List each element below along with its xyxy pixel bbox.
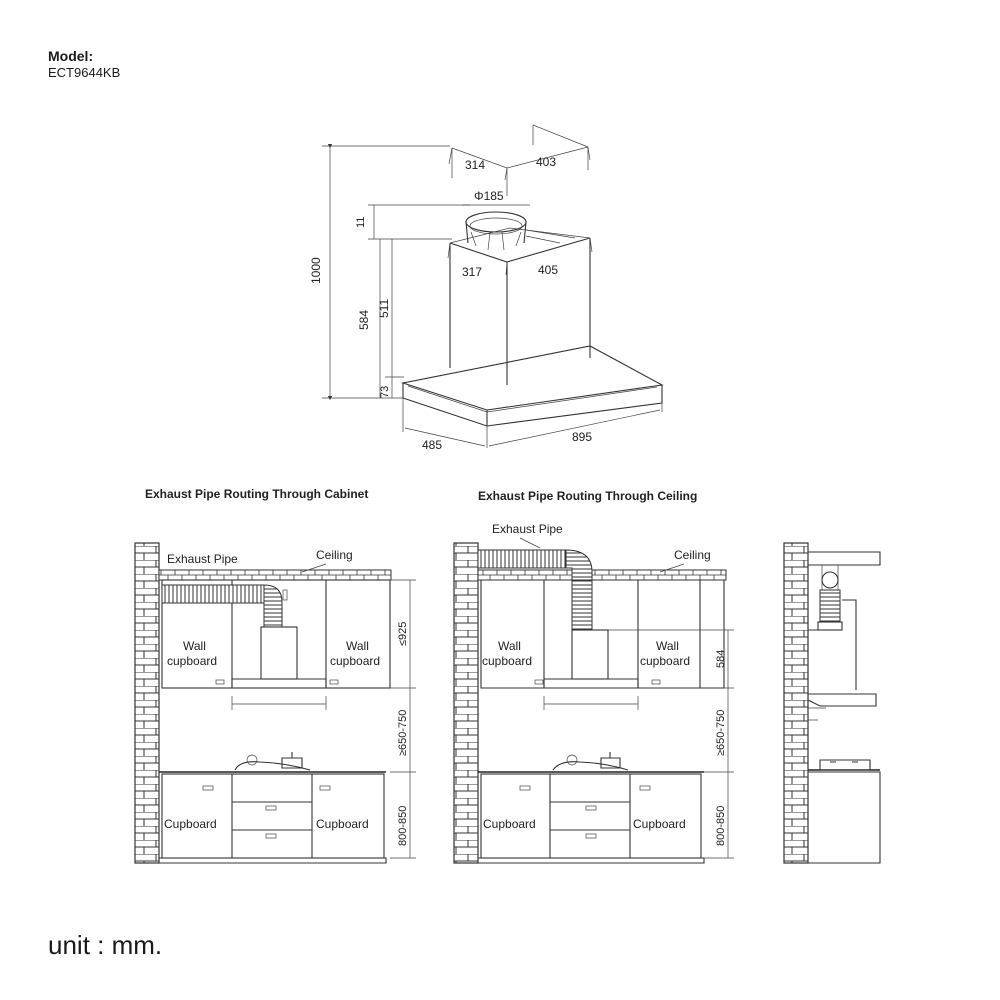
cabinet-cupboard-left: Cupboard bbox=[164, 817, 217, 831]
dim-chimney-top-left: 314 bbox=[465, 158, 485, 172]
unit-label: unit : mm. bbox=[48, 930, 163, 960]
ceiling-routing-drawing bbox=[453, 542, 734, 864]
dim-chimney-height: 511 bbox=[377, 299, 391, 318]
ceiling-cupboard-left: Cupboard bbox=[483, 817, 536, 831]
cabinet-dim-upper: ≤925 bbox=[397, 622, 409, 646]
ceiling-wall-cupboard-left-line1: Wall bbox=[498, 639, 521, 653]
ceiling-routing-title: Exhaust Pipe Routing Through Ceiling bbox=[478, 489, 697, 503]
ceiling-wall-cupboard-right-line2: cupboard bbox=[640, 654, 690, 668]
cabinet-wall-cupboard-right-line1: Wall bbox=[346, 639, 369, 653]
cabinet-exhaust-label: Exhaust Pipe bbox=[167, 552, 238, 566]
cabinet-routing-drawing bbox=[134, 542, 416, 864]
ceiling-dim-counter: 800-850 bbox=[715, 806, 727, 846]
dim-chimney-bottom-left: 317 bbox=[462, 265, 482, 279]
ceiling-cupboard-right: Cupboard bbox=[633, 817, 686, 831]
dim-chimney-bottom-right: 405 bbox=[538, 263, 558, 277]
dim-chimney-top-right: 403 bbox=[536, 155, 556, 169]
ceiling-dim-upper: 584 bbox=[715, 650, 727, 668]
cabinet-wall-cupboard-right-line2: cupboard bbox=[330, 654, 380, 668]
ceiling-dim-gap: ≥650-750 bbox=[715, 710, 727, 756]
dim-total-height: 1000 bbox=[309, 257, 323, 284]
model-code: ECT9644KB bbox=[48, 65, 121, 80]
cabinet-wall-cupboard-left-line1: Wall bbox=[183, 639, 206, 653]
cabinet-dim-counter: 800-850 bbox=[397, 806, 409, 846]
side-elevation-drawing bbox=[783, 542, 881, 864]
ceiling-ceiling-label: Ceiling bbox=[674, 548, 711, 562]
cabinet-cupboard-right: Cupboard bbox=[316, 817, 369, 831]
dim-outlet-diameter: Φ185 bbox=[474, 189, 504, 203]
cabinet-wall-cupboard-left-line2: cupboard bbox=[167, 654, 217, 668]
dim-depth: 485 bbox=[422, 438, 442, 452]
cabinet-routing-title: Exhaust Pipe Routing Through Cabinet bbox=[145, 487, 368, 501]
cabinet-dim-gap: ≥650-750 bbox=[397, 710, 409, 756]
ceiling-wall-cupboard-right-line1: Wall bbox=[656, 639, 679, 653]
cabinet-ceiling-label: Ceiling bbox=[316, 548, 353, 562]
dim-width: 895 bbox=[572, 430, 592, 444]
ceiling-wall-cupboard-left-line2: cupboard bbox=[482, 654, 532, 668]
dim-outlet-height: 11 bbox=[355, 217, 367, 228]
dim-min-height: 584 bbox=[357, 310, 371, 330]
hood-drawing bbox=[322, 124, 664, 448]
dim-canopy-height: 73 bbox=[379, 386, 391, 398]
model-label: Model: bbox=[48, 48, 94, 64]
ceiling-exhaust-label: Exhaust Pipe bbox=[492, 522, 563, 536]
